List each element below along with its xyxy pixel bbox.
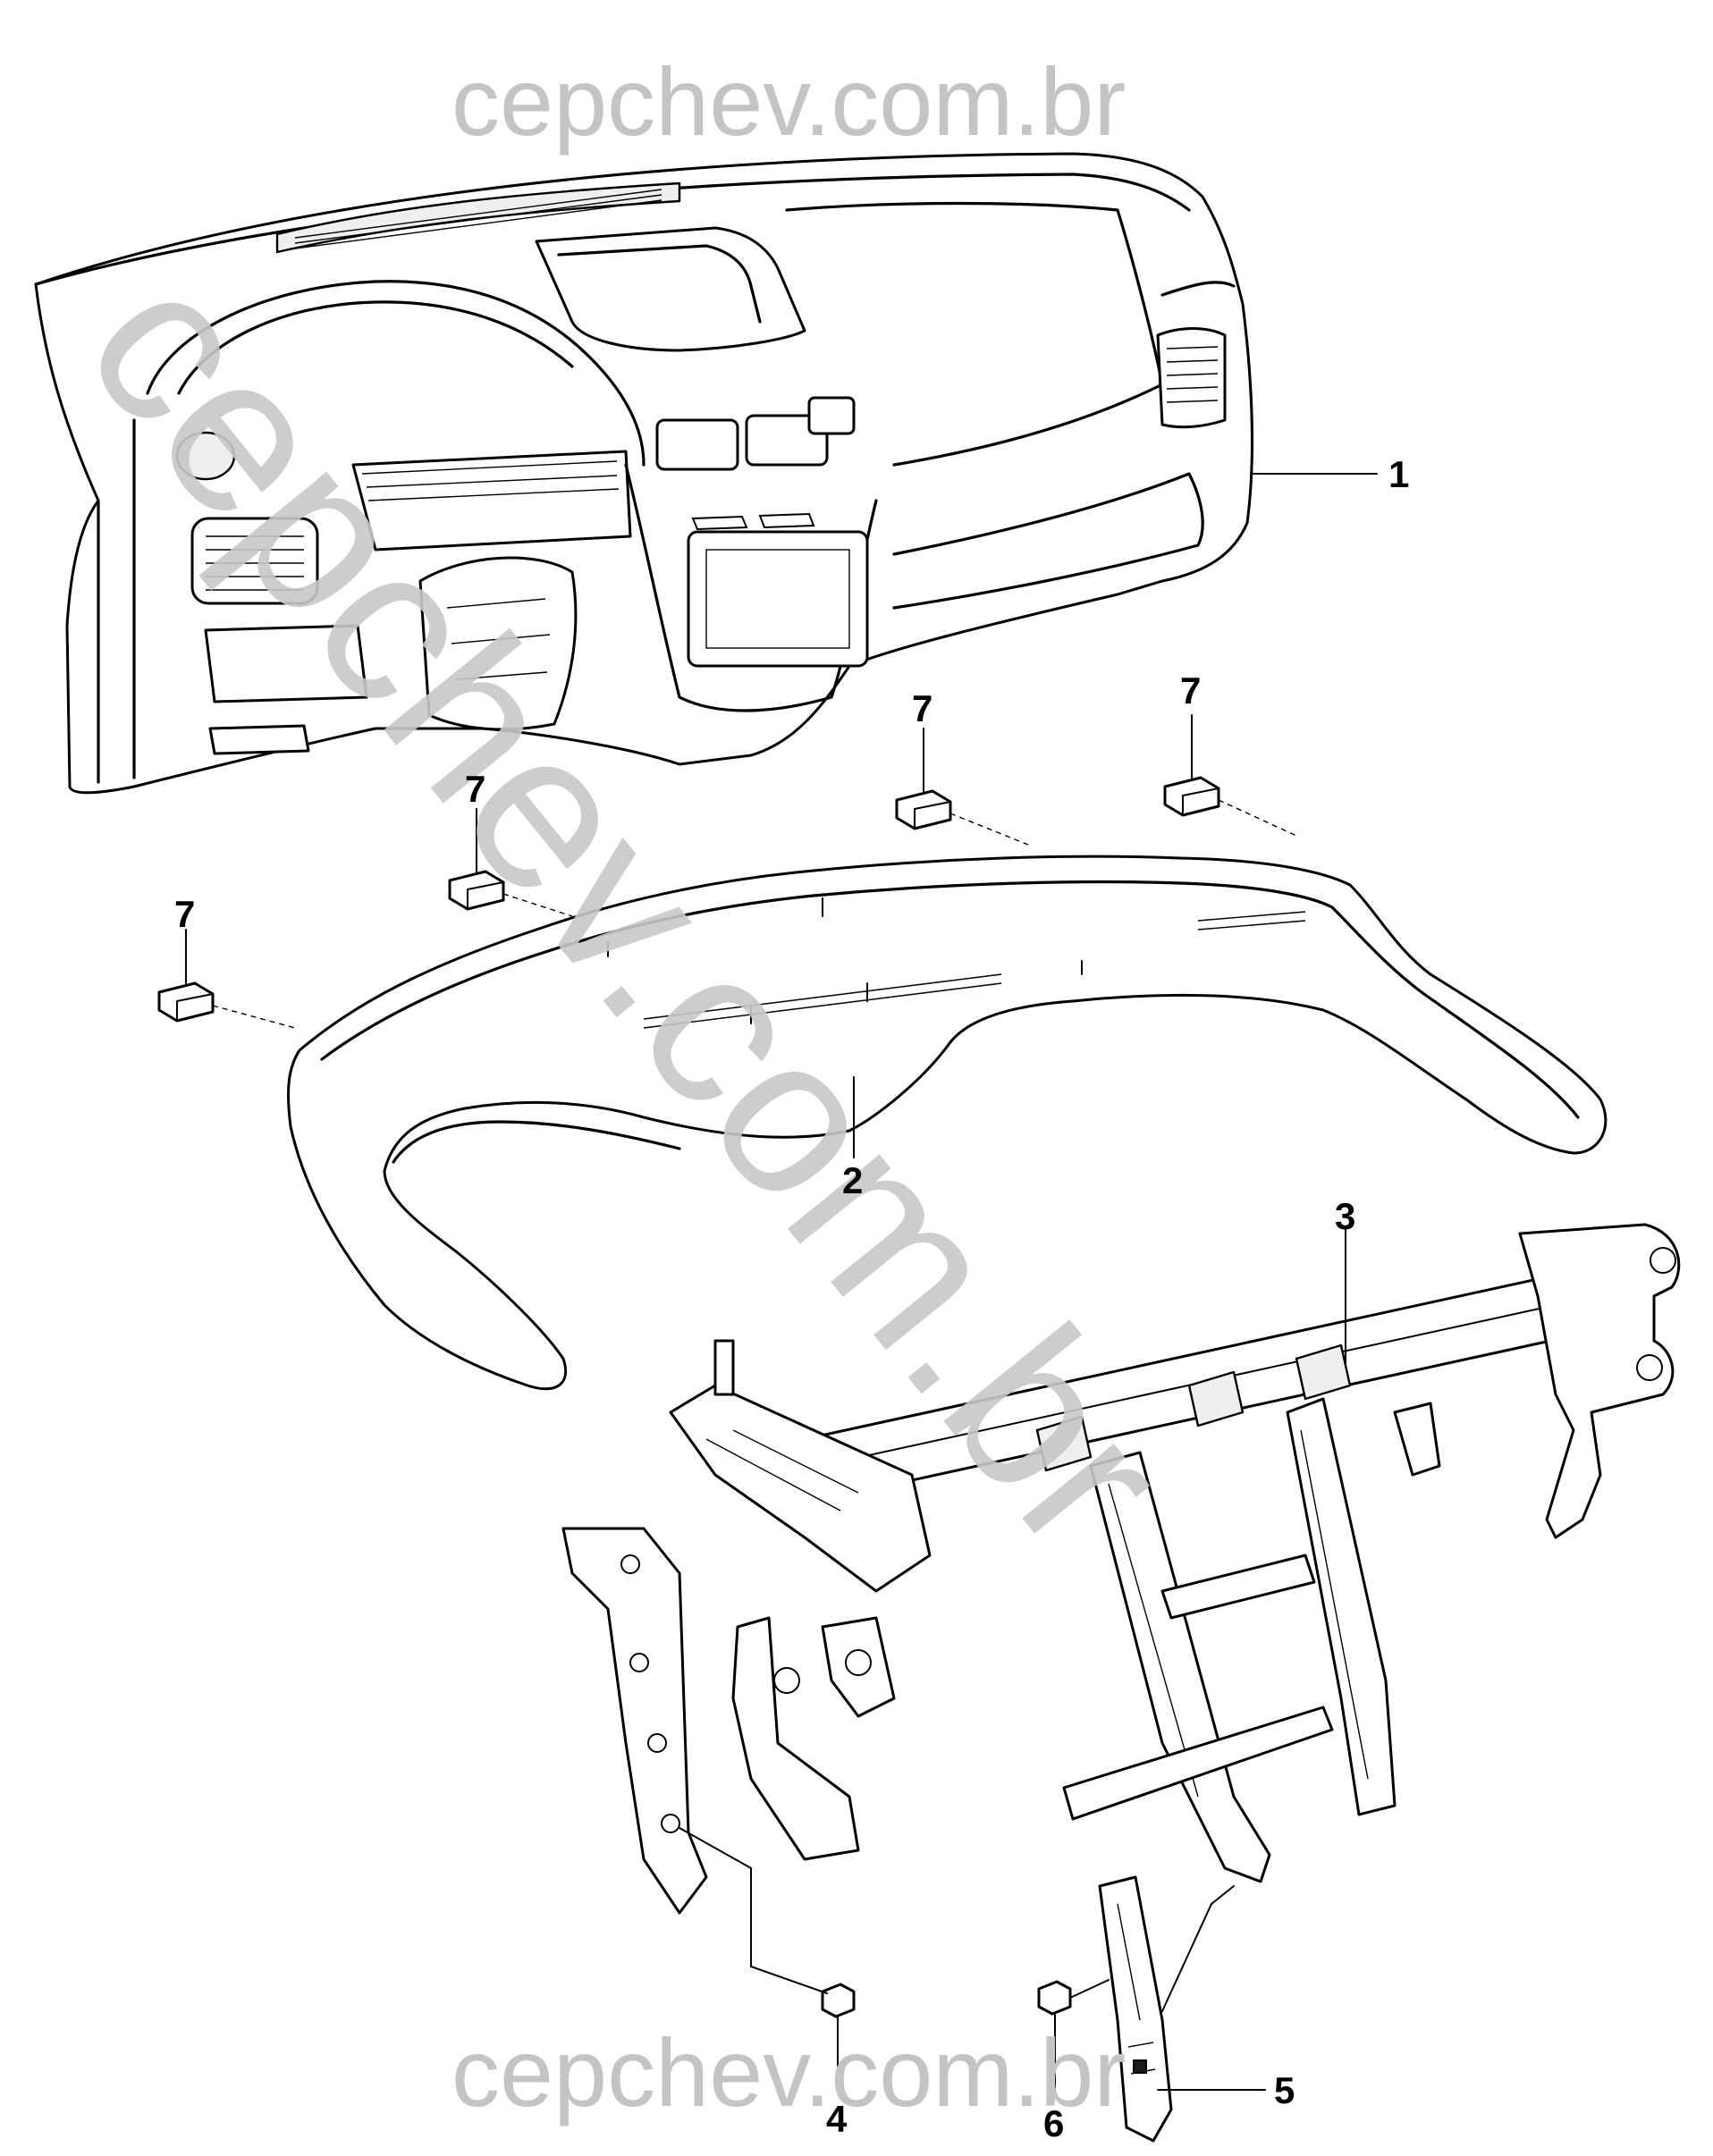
callout-7-a: 7 (174, 893, 196, 935)
callout-6: 6 (1043, 2102, 1065, 2144)
part-5-bracket (1098, 1875, 1173, 2143)
callout-3: 3 (1335, 1195, 1356, 1237)
part-2-air-duct (286, 855, 1608, 1391)
part-7-clip-d (1163, 776, 1220, 817)
callout-7-d: 7 (1180, 670, 1202, 712)
callout-2: 2 (842, 1159, 864, 1201)
watermark-top: cepchev.com.br (451, 47, 1127, 156)
part-4-bolt (821, 1983, 856, 2028)
callout-1: 1 (1388, 453, 1410, 495)
callout-5: 5 (1274, 2069, 1295, 2111)
part-6-bolt (1037, 1979, 1110, 2016)
part-1-instrument-panel (34, 152, 1253, 795)
part-7-clip-b (448, 870, 505, 911)
callout-4: 4 (826, 2098, 848, 2140)
leader-line-5b (1161, 1885, 1235, 2012)
part-7-clip-c (895, 789, 952, 830)
part-3-cross-car-beam (561, 1223, 1681, 1915)
leader-line-4-upper (679, 1827, 828, 1994)
part-7-clip-a (157, 981, 215, 1023)
callout-7-b: 7 (465, 768, 486, 810)
callout-7-c: 7 (912, 687, 933, 729)
watermark-bottom: cepchev.com.br (451, 2018, 1127, 2127)
